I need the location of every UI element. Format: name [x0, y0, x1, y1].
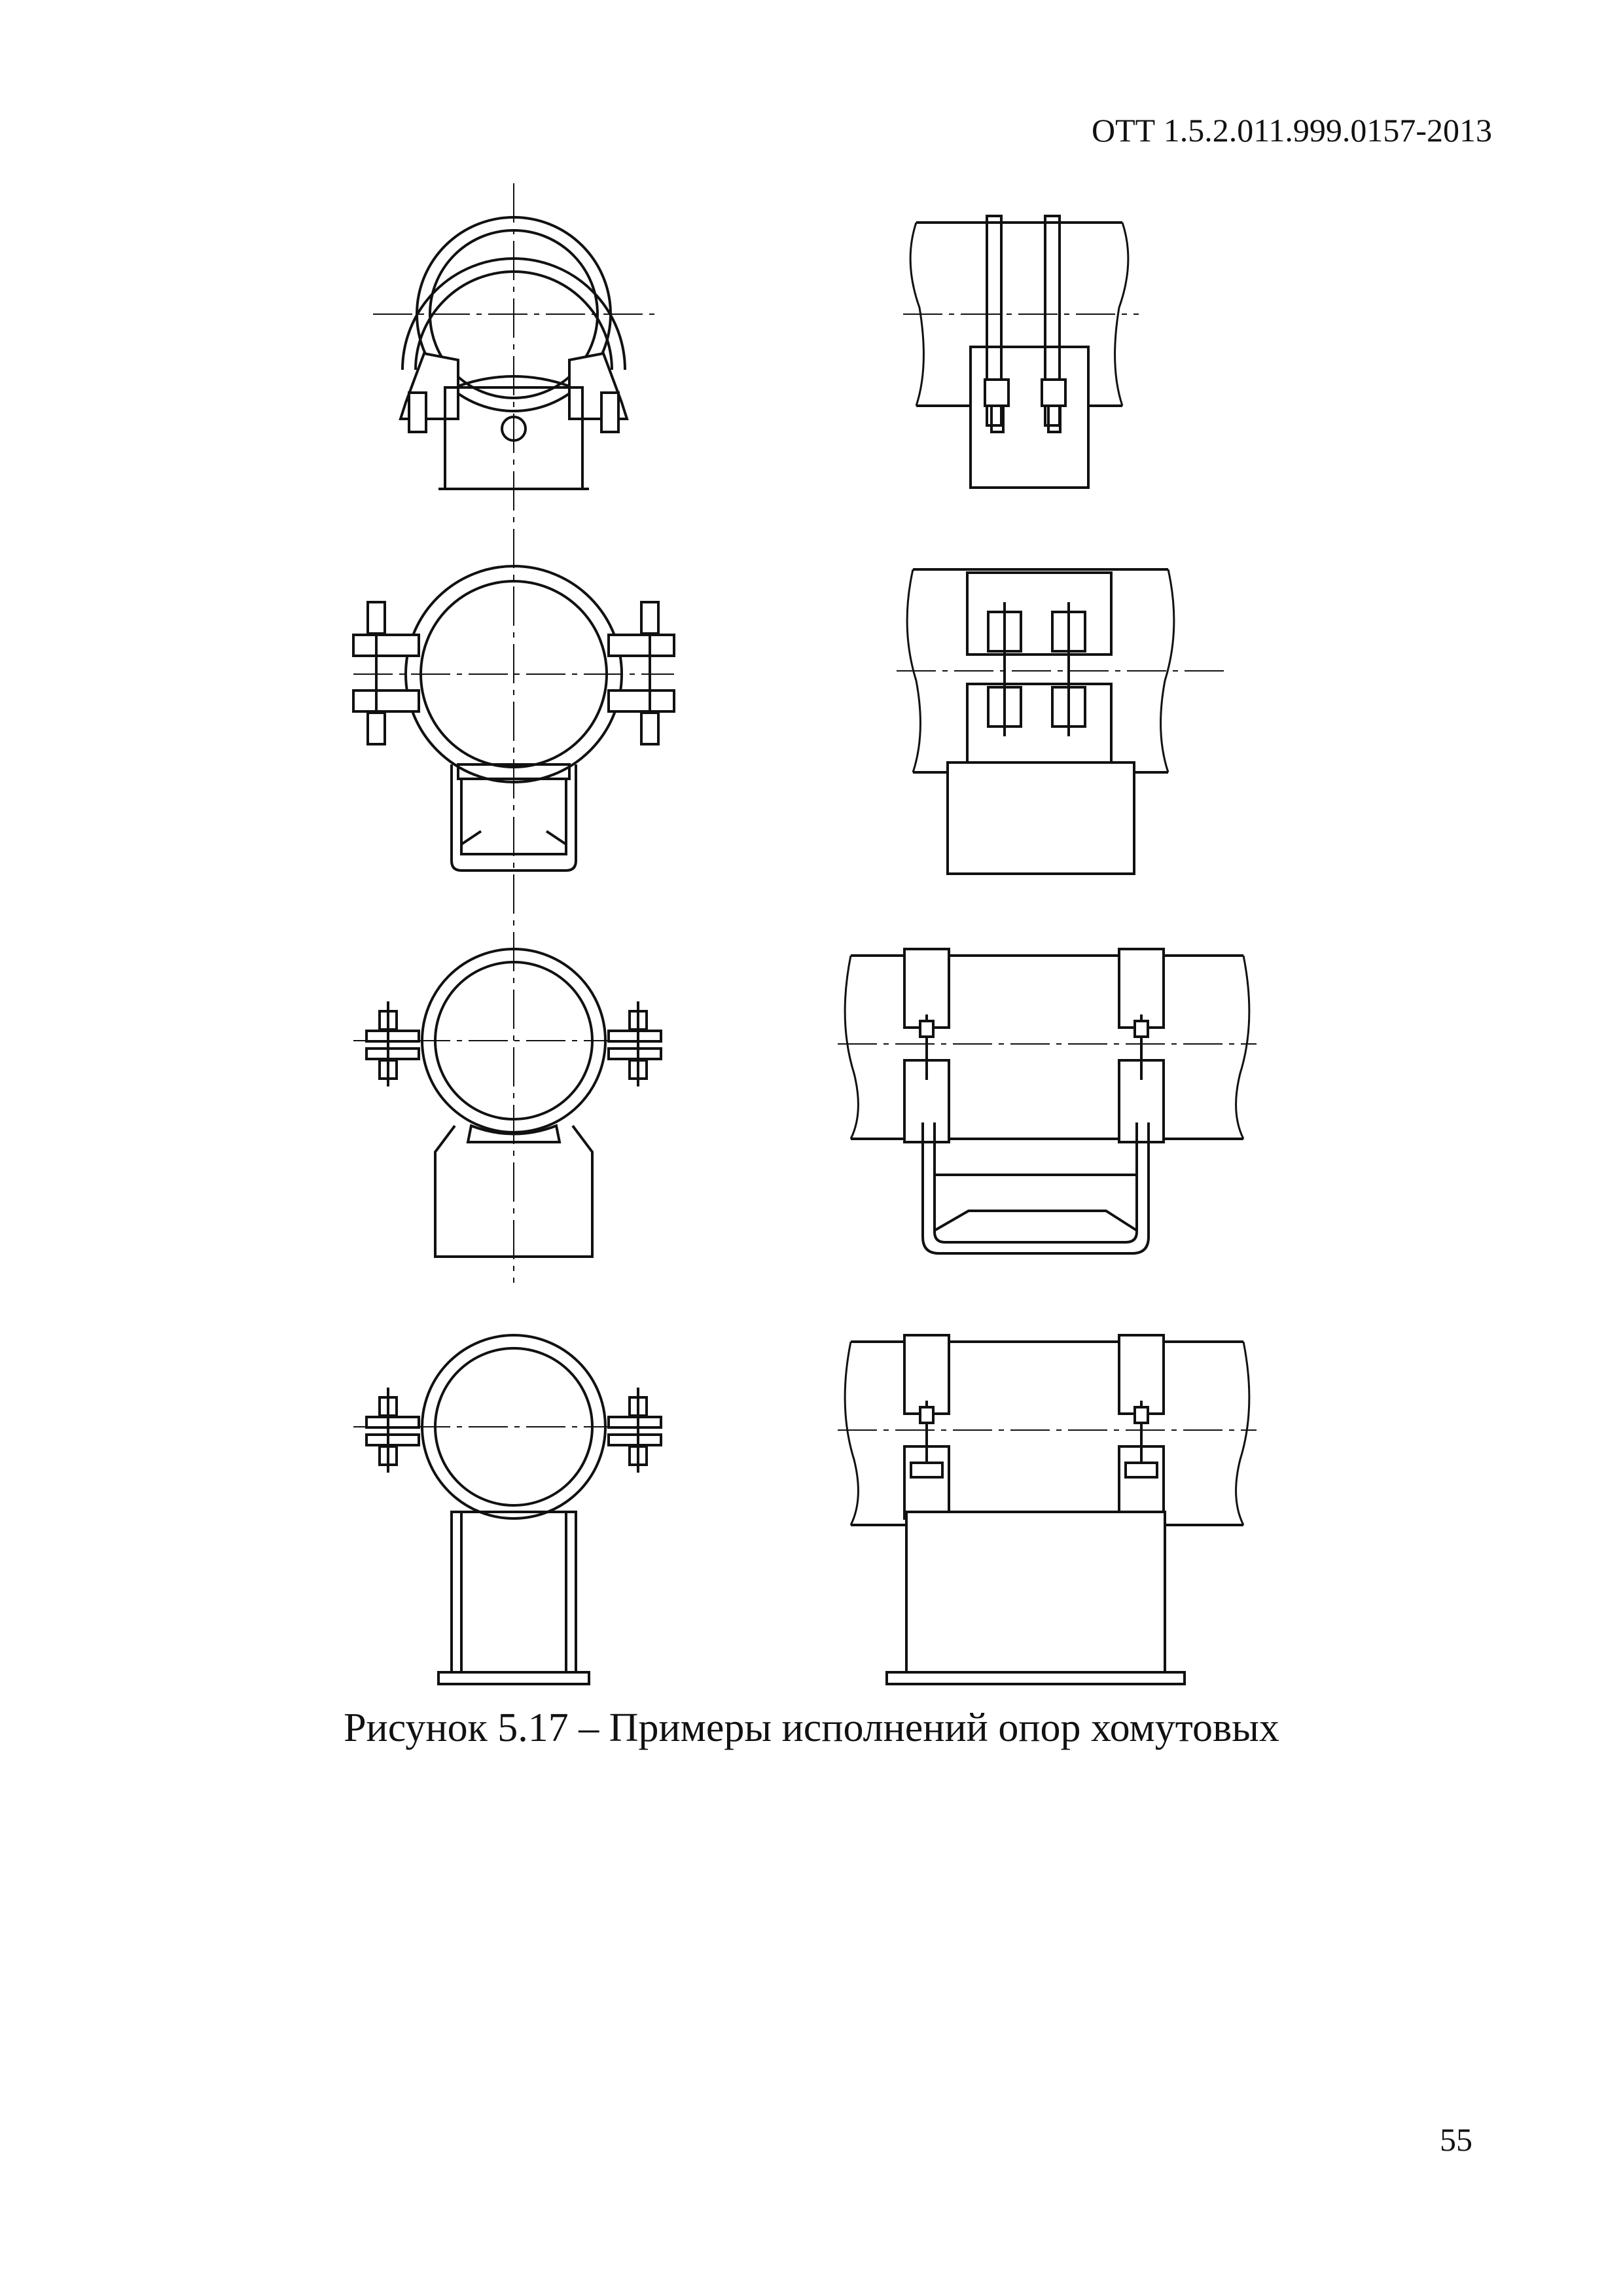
- variant-3-side-view: [838, 948, 1257, 1255]
- variant-1-side-view: [903, 215, 1139, 489]
- variant-2-front-view: [352, 565, 675, 872]
- variant-2-side-view: [897, 568, 1230, 875]
- variant-4-side-view: [838, 1334, 1257, 1685]
- page-number: 55: [1440, 2121, 1472, 2158]
- document-code: ОТТ 1.5.2.011.999.0157-2013: [1092, 112, 1492, 149]
- variant-4-front-view: [353, 1334, 662, 1685]
- figure-drawing: [352, 183, 1257, 1685]
- variant-3-front-view: [353, 948, 662, 1258]
- variant-1-front-view: [373, 183, 654, 1283]
- figure-caption: Рисунок 5.17 – Примеры исполнений опор х…: [344, 1706, 1279, 1750]
